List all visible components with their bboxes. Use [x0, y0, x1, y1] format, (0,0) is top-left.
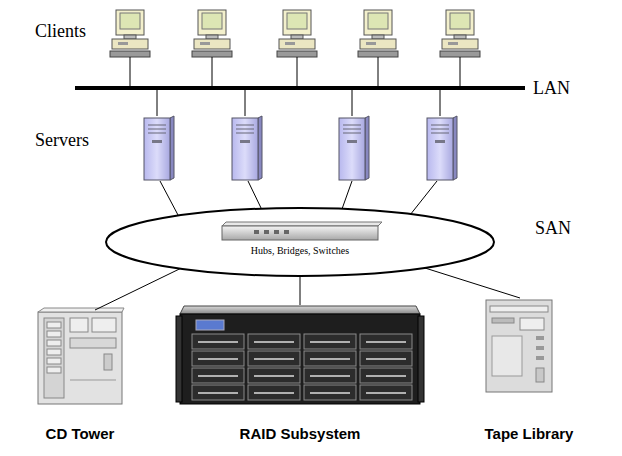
san-link — [95, 269, 180, 310]
tape-library: Tape Library — [470, 298, 588, 442]
node-caption: CD Tower — [46, 425, 115, 442]
node-caption: SAN — [535, 218, 571, 238]
san-link — [300, 276, 301, 305]
section-label: Clients — [35, 21, 86, 41]
section-label: Servers — [35, 130, 89, 150]
node-caption: Tape Library — [485, 425, 574, 442]
san-link — [425, 268, 520, 298]
node-caption: RAID Subsystem — [240, 425, 361, 442]
raid-subsystem: RAID Subsystem — [175, 305, 425, 442]
cd-tower: CD Tower — [30, 310, 130, 442]
node-caption: Hubs, Bridges, Switches — [251, 245, 349, 257]
san-ellipse: SAN Hubs, Bridges, Switches — [105, 207, 580, 277]
switch-box: Hubs, Bridges, Switches — [222, 222, 378, 257]
section-label: LAN — [533, 78, 570, 98]
